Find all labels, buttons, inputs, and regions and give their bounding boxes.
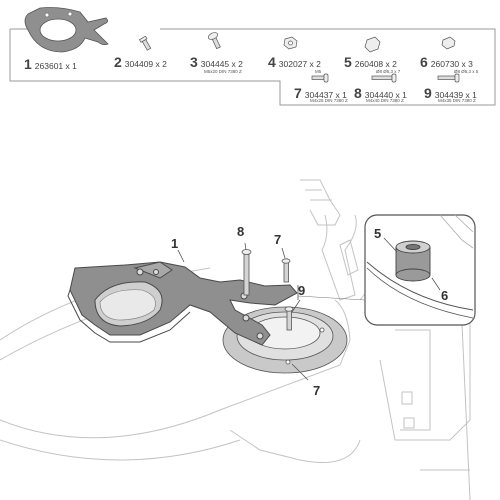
bolt-3-icon — [207, 32, 221, 50]
callout-1: 1 — [171, 236, 179, 251]
main-view-bolts — [241, 249, 294, 331]
callout-7-top: 7 — [274, 232, 282, 247]
part-4-code: 302027 x 2 — [278, 59, 321, 69]
part-1-thumbnail — [24, 7, 109, 53]
bolt-7-icon — [311, 73, 329, 83]
callout-5: 5 — [374, 226, 382, 241]
leader-lines — [177, 242, 309, 381]
part-2-number: 2 — [114, 54, 122, 70]
bolt-8-main — [241, 249, 252, 296]
bolt-9-icon — [437, 73, 460, 83]
part-3-spec: M5x20 DIN 7380 Z — [204, 69, 242, 74]
hardware-thumbnails — [138, 32, 460, 83]
callout-9: 9 — [298, 283, 306, 298]
detail-inset — [297, 214, 476, 326]
part-5-spec: Ø8 Ø5,3 x 7 — [376, 69, 401, 74]
part-9-number: 9 — [424, 85, 432, 101]
callout-8: 8 — [237, 224, 245, 239]
part-9-code: 304439 x 1 — [434, 90, 477, 100]
callout-6: 6 — [441, 288, 449, 303]
screw-2-icon — [138, 35, 152, 51]
spacer-6-icon — [441, 36, 456, 50]
bolt-8-icon — [371, 73, 397, 83]
part-1-number: 1 — [24, 56, 32, 72]
part-4-number: 4 — [268, 54, 276, 70]
nut-4-icon — [283, 36, 298, 50]
part-6-number: 6 — [420, 54, 428, 70]
tank-flange-plate — [67, 261, 298, 346]
part-3-number: 3 — [190, 54, 198, 70]
part-6-code: 260730 x 3 — [430, 59, 473, 69]
part-7-spec: M4x25 DIN 7380 Z — [310, 98, 348, 103]
spacer-5-icon — [364, 36, 381, 53]
spacer-5-detail — [395, 240, 431, 282]
part-3-code: 304445 x 2 — [200, 59, 243, 69]
part-8-number: 8 — [354, 85, 362, 101]
part-8-code: 304440 x 1 — [364, 90, 407, 100]
bolt-7-main — [281, 258, 291, 283]
part-7-number: 7 — [294, 85, 302, 101]
part-9-spec: M4x35 DIN 7380 Z — [438, 98, 476, 103]
part-6-spec: Ø8 Ø5,3 x 5 — [454, 69, 479, 74]
part-1-code: 263601 x 1 — [34, 61, 77, 71]
part-5-code: 260408 x 2 — [354, 59, 397, 69]
bolt-9-main — [284, 306, 294, 331]
part-5-number: 5 — [344, 54, 352, 70]
part-7-code: 304437 x 1 — [304, 90, 347, 100]
part-2-code: 304409 x 2 — [124, 59, 167, 69]
part-4-spec: M5 — [315, 69, 322, 74]
part-8-spec: M4x40 DIN 7380 Z — [366, 98, 404, 103]
callout-7-bottom: 7 — [313, 383, 321, 398]
